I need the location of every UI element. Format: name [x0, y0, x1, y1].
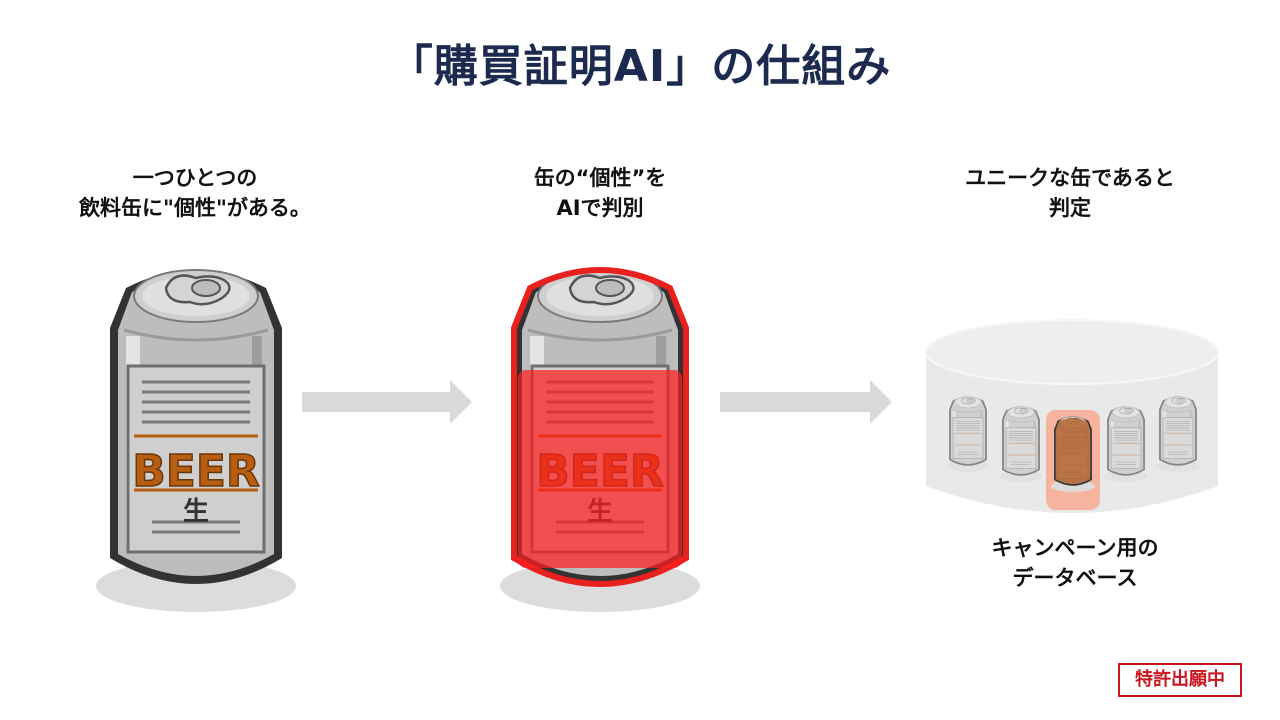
caption-line: 判定 [1049, 196, 1091, 220]
arrow-right-icon [302, 380, 472, 424]
database-caption: キャンペーン用の データベース [930, 533, 1220, 593]
can-brand-text: BEER [132, 446, 260, 497]
caption-line: 缶の“個性”を [533, 166, 667, 190]
caption-line: 一つひとつの [132, 166, 258, 190]
caption-line: ユニークな缶であると [965, 166, 1175, 190]
beer-can-highlighted-icon: BEER 生 [498, 267, 702, 614]
can-kanji-text: 生 [183, 497, 209, 527]
database-can-icon [945, 396, 991, 473]
step-caption-ai-identify: 缶の“個性”を AIで判別 [460, 163, 740, 223]
patent-pending-badge: 特許出願中 [1118, 663, 1242, 697]
step-caption-unique-judgement: ユニークな缶であると 判定 [920, 163, 1220, 223]
caption-line: キャンペーン用の [991, 536, 1159, 560]
database-matched-can-icon [1046, 410, 1100, 510]
caption-line: データベース [1012, 566, 1138, 590]
caption-line: 飲料缶に"個性"がある。 [79, 196, 311, 220]
step-caption-individuality: 一つひとつの 飲料缶に"個性"がある。 [40, 163, 350, 223]
arrow-right-icon [720, 380, 892, 424]
ai-detection-overlay [518, 370, 682, 568]
beer-can-icon: BEER 生 [94, 268, 298, 614]
database-can-icon [998, 406, 1044, 483]
database-can-icon [1103, 406, 1149, 483]
database-can-icon [1155, 396, 1201, 473]
page-title: 「購買証明AI」の仕組み [388, 41, 892, 92]
caption-line: AIで判別 [556, 196, 644, 220]
